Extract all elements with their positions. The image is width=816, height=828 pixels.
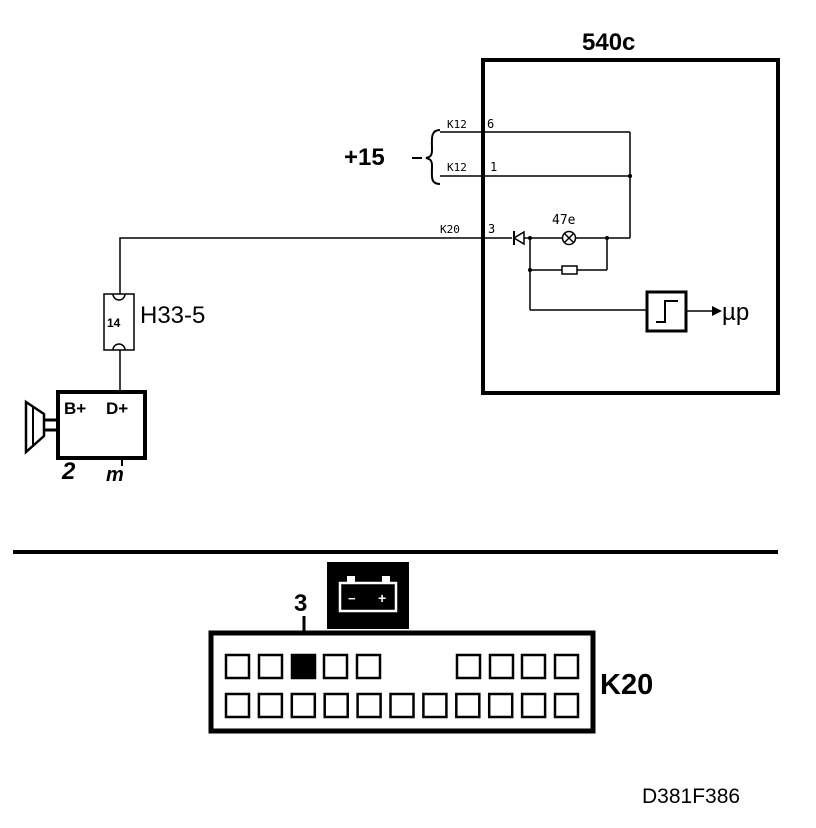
output-label: µp — [722, 299, 749, 326]
arrow-right-icon — [712, 306, 722, 316]
pin-k12-6-number: 6 — [487, 117, 494, 131]
ground-icon: m — [106, 458, 124, 486]
supply-brace — [425, 129, 441, 185]
plug-cavity — [488, 653, 515, 680]
alternator-body — [56, 390, 147, 460]
pulley-icon — [24, 399, 58, 455]
plug-cavity — [224, 692, 251, 719]
junction-resistor — [528, 268, 532, 272]
plug-cavity — [356, 692, 382, 719]
lamp-label: 47e — [552, 213, 576, 228]
supply-label: +15 — [344, 144, 385, 171]
module-540c: 540c — [481, 29, 780, 395]
pin-k12-6: K12 6 — [440, 117, 630, 133]
warning-lamp-icon — [561, 230, 577, 246]
pin-k20-3: K20 3 — [440, 222, 495, 236]
pin-k12-1-number: 1 — [490, 160, 497, 174]
ground-symbol: m — [106, 464, 124, 486]
diode-symbol — [512, 230, 525, 246]
pin-k12-1-connector: K12 — [447, 161, 467, 174]
plug-cavity — [553, 653, 580, 680]
figure-code: D381F386 — [642, 785, 740, 808]
battery-minus: − — [348, 591, 356, 606]
plug-cavity — [257, 692, 284, 719]
plug-pin-row-bottom — [224, 692, 580, 719]
plug-cavity-highlighted — [290, 653, 317, 680]
plug-cavity — [323, 692, 349, 719]
module-box — [481, 58, 780, 395]
plug-k20-view: − + 3 K20 — [208, 562, 653, 734]
battery-icon: − + — [327, 562, 409, 629]
pin-k12-6-connector: K12 — [447, 118, 467, 131]
wire-external-top — [119, 237, 483, 294]
plug-cavity — [389, 692, 415, 719]
plug-cavity — [355, 653, 382, 680]
alternator: B+ D+ 2 m — [24, 390, 147, 486]
plug-cavity — [322, 653, 349, 680]
plug-cavity — [487, 692, 514, 719]
inline-connector-h33-5: 14 H33-5 — [103, 293, 205, 351]
battery-plus: + — [378, 590, 386, 606]
plug-cavity — [553, 692, 580, 719]
plug-cavity — [422, 692, 448, 719]
inline-connector-name: H33-5 — [140, 302, 205, 329]
plug-cavity — [257, 653, 284, 680]
alternator-terminal-d: D+ — [106, 399, 128, 418]
schmitt-trigger-box — [645, 290, 688, 333]
supply-plus15: +15 — [344, 129, 441, 185]
alternator-ref: 2 — [61, 458, 76, 485]
plug-pin-callout: 3 — [294, 590, 307, 617]
plug-cavity — [455, 653, 482, 680]
plug-pin-row-top — [224, 653, 580, 680]
plug-cavity — [290, 692, 317, 719]
inline-connector-body — [103, 293, 135, 351]
plug-cavity — [520, 692, 547, 719]
module-title: 540c — [582, 29, 635, 56]
pin-k20-3-number: 3 — [488, 222, 495, 236]
pin-k20-3-connector: K20 — [440, 223, 460, 236]
inline-connector-pin: 14 — [107, 316, 121, 330]
resistor-symbol — [561, 265, 578, 275]
plug-name: K20 — [600, 669, 653, 701]
schmitt-trigger-icon — [656, 300, 678, 323]
plug-cavity — [455, 692, 481, 719]
plug-cavity — [520, 653, 547, 680]
charge-warning-circuit: 47e µp — [483, 213, 749, 333]
pin-k12-1: K12 1 — [440, 160, 632, 178]
plug-cavity — [224, 653, 251, 680]
alternator-terminal-b: B+ — [64, 399, 86, 418]
